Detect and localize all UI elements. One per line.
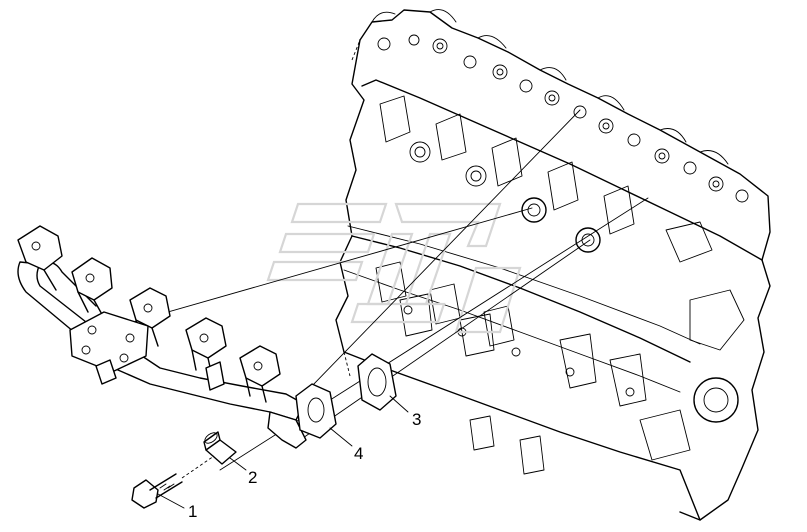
spacer-sleeve-icon <box>203 431 237 465</box>
callout-leaders <box>157 395 409 509</box>
logo-watermark-icon <box>266 202 522 334</box>
exhaust-manifold-icon <box>17 225 337 449</box>
bolt-icon <box>131 455 215 509</box>
callout-label-3: 3 <box>412 410 421 429</box>
callout-label-2: 2 <box>248 468 257 487</box>
gasket-icon <box>357 353 397 411</box>
callout-label-4: 4 <box>354 444 363 463</box>
assembly-guide-lines <box>111 109 649 471</box>
callout-label-1: 1 <box>188 502 197 521</box>
